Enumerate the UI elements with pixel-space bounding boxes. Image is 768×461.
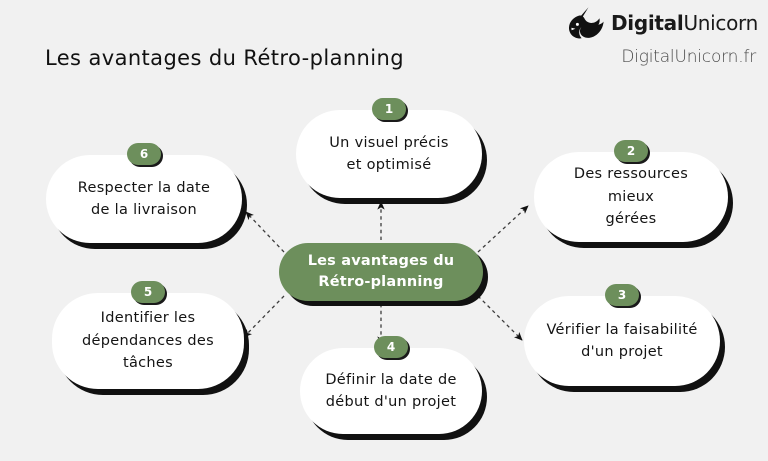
node-label-2-line2: gérées — [605, 211, 657, 228]
center-node-line1: Les avantages du — [307, 252, 455, 269]
node-label-5: Identifier les dépendances des tâches — [66, 307, 230, 374]
unicorn-head-icon — [568, 7, 604, 39]
node-card-4[interactable]: 4 Définir la date de début d'un projet — [300, 336, 482, 434]
logo-word-digital: Digital — [610, 11, 684, 35]
node-card-1[interactable]: 1 Un visuel précis et optimisé — [296, 98, 482, 198]
node-card-5[interactable]: 5 Identifier les dépendances des tâches — [52, 281, 244, 389]
node-card-2[interactable]: 2 Des ressources mieux gérées — [534, 140, 728, 242]
node-label-1-line1: Un visuel précis — [329, 134, 449, 151]
node-badge-5: 5 — [131, 281, 165, 303]
node-badge-2: 2 — [614, 140, 648, 162]
node-label-2-line1: Des ressources mieux — [573, 166, 689, 205]
node-card-6[interactable]: 6 Respecter la date de la livraison — [46, 143, 242, 243]
node-label-5-line1: Identifier les — [100, 310, 196, 327]
node-label-1: Un visuel précis et optimisé — [313, 132, 464, 177]
center-node-label: Les avantages du Rétro-planning — [308, 251, 455, 293]
logo: DigitalUnicorn — [567, 6, 758, 40]
node-card-3[interactable]: 3 Vérifier la faisabilité d'un projet — [524, 284, 720, 386]
node-label-4: Définir la date de début d'un projet — [309, 369, 472, 414]
node-badge-3: 3 — [605, 284, 639, 306]
logo-wordmark: DigitalUnicorn — [611, 11, 758, 35]
node-label-3-line2: d'un projet — [581, 344, 663, 360]
node-label-4-line2: début d'un projet — [325, 394, 457, 410]
node-badge-6: 6 — [127, 143, 161, 165]
node-label-3-line1: Vérifier la faisabilité — [546, 321, 698, 338]
node-label-6-line1: Respecter la date — [77, 179, 211, 196]
logo-word-unicorn: Unicorn — [683, 11, 758, 35]
node-label-1-line2: et optimisé — [346, 157, 432, 173]
connector-to-node-3 — [477, 295, 523, 341]
node-label-4-line1: Définir la date de — [325, 371, 457, 388]
node-badge-4: 4 — [374, 336, 408, 358]
node-badge-1: 1 — [372, 98, 406, 120]
connector-to-node-2 — [477, 205, 529, 253]
center-node-line2: Rétro-planning — [318, 274, 444, 290]
brand-block: DigitalUnicorn DigitalUnicorn.fr — [567, 6, 758, 67]
connector-to-node-6 — [245, 211, 285, 253]
node-label-6: Respecter la date de la livraison — [62, 177, 227, 222]
node-label-3: Vérifier la faisabilité d'un projet — [530, 319, 713, 364]
center-node[interactable]: Les avantages du Rétro-planning — [279, 243, 483, 301]
node-label-5-line2: dépendances des — [82, 332, 214, 349]
brand-url: DigitalUnicorn.fr — [621, 47, 756, 67]
page-title: Les avantages du Rétro-planning — [45, 46, 404, 70]
node-label-5-line3: tâches — [122, 355, 173, 372]
node-label-2: Des ressources mieux gérées — [534, 163, 728, 230]
connector-to-node-5 — [243, 295, 285, 338]
node-label-6-line2: de la livraison — [91, 202, 197, 218]
